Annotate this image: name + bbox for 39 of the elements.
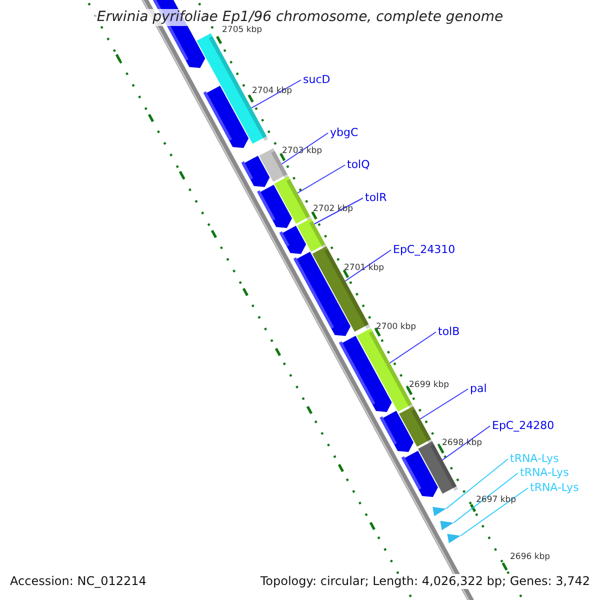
scale-label: 2699 kbp [409,380,450,391]
gene-label: pal [470,382,487,396]
leader-line [442,426,490,460]
gene-label: tolR [365,191,387,205]
gene-label: tRNA-Lys [520,466,569,480]
scale-label: 2700 kbp [376,322,416,333]
leader-line [460,488,528,536]
leader-line [250,80,302,108]
title: Erwinia pyrifoliae Ep1/96 chromosome, complete genome [94,9,506,26]
scale-label: 2705 kbp [222,25,262,36]
genome-stats-text: Topology: circular; Length: 4,026,322 bp; Genes: 3,742 [258,574,592,589]
gene-label: tolB [438,325,460,339]
gene-block [297,218,327,252]
scale-label: 2703 kbp [282,146,322,157]
leader-line [446,458,508,510]
trna-marker [432,506,446,516]
gene-label: tolQ [347,158,370,172]
gene-label: ybgC [330,126,358,140]
leader-line [344,250,392,282]
gene-label: sucD [303,73,330,87]
gene-block [274,176,312,224]
scale-label: 2698 kbp [442,438,482,449]
trna-marker [440,520,454,530]
trna-marker [447,534,461,544]
accession-text: Accession: NC_012214 [8,574,148,589]
leader-line [420,388,468,420]
scale-label: 2696 kbp [510,552,550,563]
scale-label: 2701 kbp [344,263,384,274]
leader-line [281,132,328,164]
gene-label: tRNA-Lys [510,452,559,466]
gene-label: tRNA-Lys [530,481,579,495]
leader-line [453,472,518,524]
gene-label: EpC_24280 [492,419,554,433]
gene-label: EpC_24310 [393,243,456,257]
leader-line [389,332,436,364]
leader-line [297,164,346,194]
gene-block [399,406,433,447]
leader-line [314,198,364,224]
gene-block [312,246,370,332]
